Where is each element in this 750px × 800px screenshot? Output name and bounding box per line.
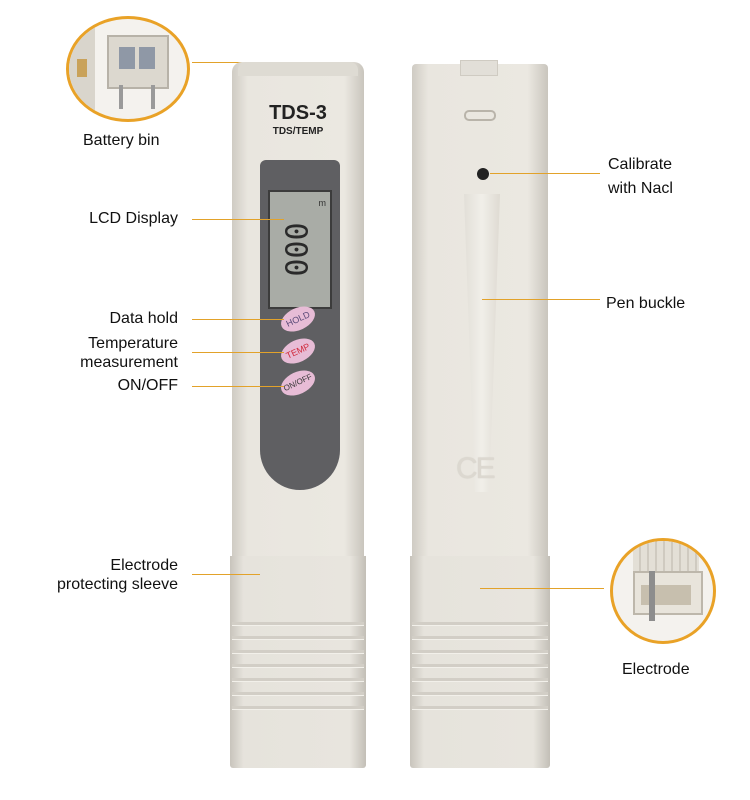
calibrate-hole <box>477 168 489 180</box>
onoff-leader <box>192 386 284 387</box>
calibrate-label-line2: with Nacl <box>608 180 673 197</box>
sleeve-label-line2: protecting sleeve <box>57 576 178 593</box>
lcd-digits: 000 <box>277 222 313 277</box>
control-panel: m 000 HOLD TEMP ON/OFF <box>260 160 340 490</box>
back-pen-body: CE <box>412 60 548 558</box>
lcd-unit: m <box>318 198 327 208</box>
electrode-closeup <box>610 538 716 644</box>
temp-button[interactable]: TEMP <box>277 333 319 369</box>
onoff-button[interactable]: ON/OFF <box>277 365 319 401</box>
sleeve-leader <box>192 574 260 575</box>
electrode-leader <box>480 588 604 589</box>
battery-bin-closeup <box>66 16 190 122</box>
temp-leader <box>192 352 284 353</box>
back-electrode-sleeve <box>410 556 550 768</box>
front-electrode-sleeve <box>230 556 366 768</box>
onoff-label: ON/OFF <box>117 377 178 394</box>
pen-buckle <box>464 194 500 492</box>
hold-leader <box>192 319 284 320</box>
temperature-label-line2: measurement <box>80 354 178 371</box>
battery-bin-leader <box>192 62 278 63</box>
battery-bin-label: Battery bin <box>83 132 160 149</box>
model-name: TDS-3 <box>269 102 327 124</box>
calibrate-leader <box>490 173 600 174</box>
lcd-display: m 000 <box>268 190 332 309</box>
ce-mark: CE <box>456 452 496 485</box>
lcd-leader <box>192 219 284 220</box>
front-pen-body: TDS-3 TDS/TEMP m 000 HOLD TEMP ON/OFF <box>232 62 364 558</box>
model-subtitle: TDS/TEMP <box>272 126 324 137</box>
data-hold-label: Data hold <box>109 310 179 327</box>
buckle-leader <box>482 299 600 300</box>
pen-buckle-label: Pen buckle <box>606 295 686 312</box>
calibrate-label-line1: Calibrate <box>608 156 673 173</box>
temperature-label-line1: Temperature <box>88 335 178 352</box>
lcd-display-label: LCD Display <box>89 210 178 227</box>
sleeve-label-line1: Electrode <box>110 557 178 574</box>
electrode-label: Electrode <box>622 661 690 678</box>
